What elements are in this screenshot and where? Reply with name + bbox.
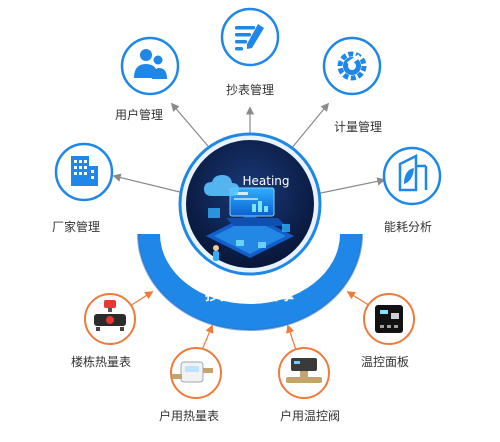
- temperature-valve-icon: [286, 358, 322, 383]
- hub-title: Heating: [242, 174, 289, 188]
- arrow-from-valve: [286, 324, 297, 351]
- node-user-management: [120, 36, 180, 96]
- node-energy: [382, 146, 442, 206]
- label-household-heat-meter: 户用热量表: [158, 409, 220, 423]
- bottom-connectors: [129, 291, 371, 351]
- label-building-heat-meter: 楼栋热量表: [70, 355, 132, 369]
- gear-icon: [337, 51, 367, 81]
- thermostat-panel-icon: [375, 305, 403, 333]
- building-icon: [71, 156, 98, 186]
- laptop-illustration-icon: [204, 175, 294, 261]
- engine-arc-shadow: [137, 233, 363, 331]
- engine-arc: [138, 234, 362, 330]
- label-user-management: 用户管理: [115, 108, 164, 122]
- label-energy: 能耗分析: [384, 220, 433, 234]
- node-household-heat-meter: [170, 347, 222, 399]
- meter-reading-icon: [235, 24, 264, 51]
- node-meter-reading: [220, 7, 280, 67]
- label-manufacturer: 厂家管理: [52, 220, 101, 234]
- arrow-to-energy: [315, 177, 386, 195]
- arrow-to-manufacturer: [112, 173, 189, 195]
- node-temperature-valve: [278, 347, 330, 399]
- arrow-from-household-meter: [201, 324, 214, 351]
- arrow-from-panel: [346, 291, 371, 307]
- node-building-heat-meter: [84, 293, 136, 345]
- label-thermostat-panel: 温控面板: [360, 355, 410, 369]
- engine-label: 抄控处理引擎: [205, 287, 295, 304]
- central-hub: [178, 132, 322, 276]
- node-manufacturer: [54, 142, 114, 202]
- label-metering: 计量管理: [334, 120, 383, 134]
- users-icon: [134, 49, 167, 79]
- label-temperature-valve: 户用温控阀: [279, 409, 341, 423]
- label-meter-reading: 抄表管理: [225, 83, 275, 97]
- node-metering: [322, 36, 382, 96]
- household-heat-meter-icon: [172, 361, 213, 383]
- building-heat-meter-icon: [94, 300, 126, 331]
- arrow-from-building-meter: [129, 291, 154, 307]
- node-thermostat-panel: [363, 293, 415, 345]
- energy-leaf-icon: [398, 153, 428, 192]
